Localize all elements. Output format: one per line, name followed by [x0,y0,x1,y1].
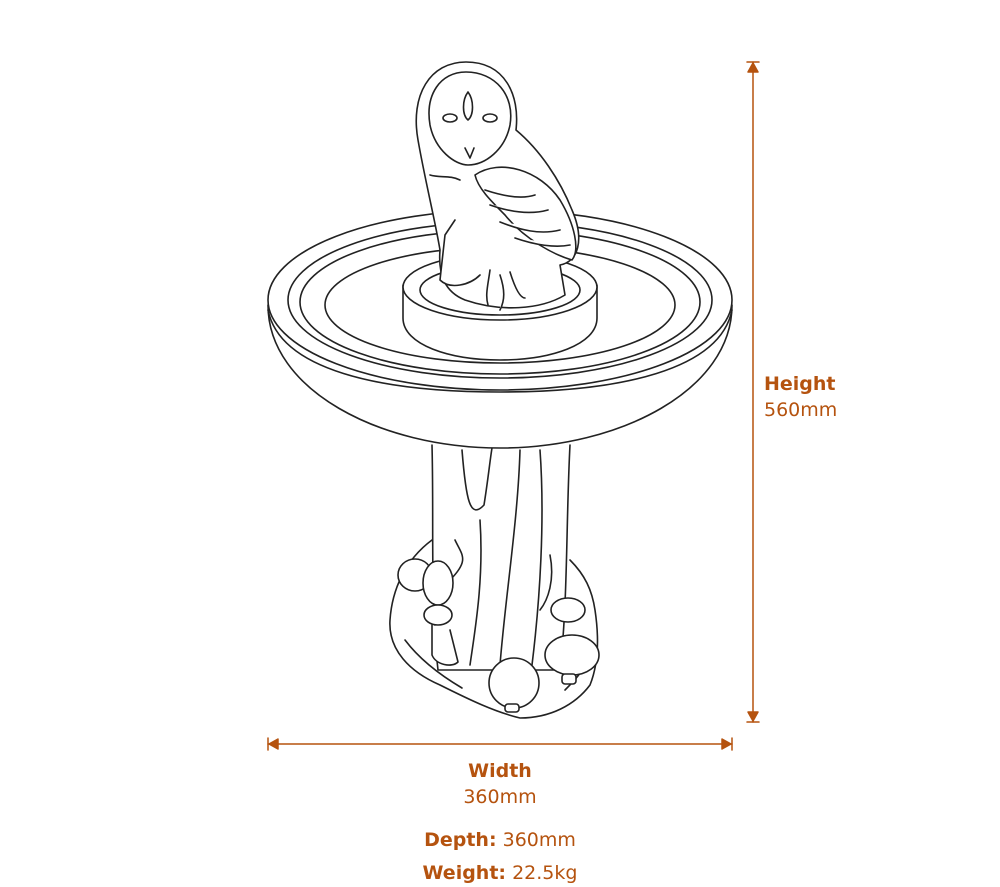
arrow-down-icon [747,711,759,722]
weight-value: 22.5kg [512,862,578,884]
depth-label: Depth: [424,829,497,851]
height-label-group: Height 560mm [764,371,837,423]
arrow-up-icon [747,62,759,73]
pedestal-trunk [431,444,571,671]
height-dimension-line [746,61,760,723]
owl-figure [415,61,580,311]
width-label: Width [468,760,532,782]
height-value: 560mm [764,399,838,421]
weight-label: Weight: [422,862,507,884]
arrow-right-icon [721,738,732,750]
height-label: Height [764,373,836,395]
depth-row: Depth: 360mm [350,827,650,853]
weight-row: Weight: 22.5kg [350,860,650,886]
width-label-group: Width 360mm [350,758,650,810]
width-value: 360mm [463,786,537,808]
arrow-left-icon [268,738,279,750]
mushrooms [397,558,600,713]
depth-value: 360mm [502,829,576,851]
width-dimension-line [267,737,733,751]
